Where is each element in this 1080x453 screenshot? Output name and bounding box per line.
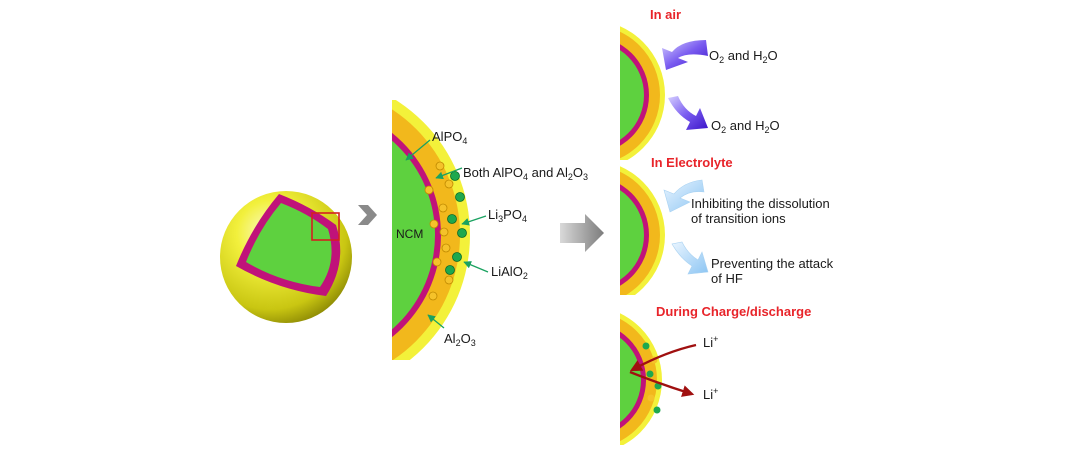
scenario-electrolyte-particle bbox=[620, 166, 665, 295]
scenario-charge-particle bbox=[620, 313, 662, 445]
al2o3-label: Al2O3 bbox=[444, 331, 476, 348]
electrolyte-header: In Electrolyte bbox=[651, 155, 733, 170]
li-label-top: Li+ bbox=[703, 334, 719, 351]
zoom-selection-box bbox=[311, 212, 340, 241]
particle-dots bbox=[424, 161, 467, 301]
air-label-bottom: O2 and H2O bbox=[711, 118, 780, 135]
air-header: In air bbox=[650, 7, 682, 22]
process-arrow-2 bbox=[560, 214, 604, 252]
scenario-air-particle bbox=[620, 26, 665, 160]
electrolyte-arrow-top bbox=[663, 179, 705, 213]
process-arrow-1 bbox=[358, 205, 377, 225]
li-label-bottom: Li+ bbox=[703, 386, 719, 403]
air-label-top: O2 and H2O bbox=[709, 48, 778, 65]
alpo4-label: AlPO4 bbox=[432, 129, 468, 146]
air-arrow-top bbox=[662, 40, 708, 70]
coated-particle-sphere bbox=[220, 191, 352, 323]
ncm-core-label: NCM bbox=[396, 227, 424, 241]
li-arrow-out bbox=[629, 370, 695, 397]
electrolyte-label-top: Inhibiting the dissolution of transition… bbox=[691, 196, 830, 226]
charge-header: During Charge/discharge bbox=[656, 304, 812, 319]
li-arrow-in bbox=[629, 343, 697, 372]
air-arrow-bottom bbox=[668, 96, 708, 130]
lialo2-label: LiAlO2 bbox=[491, 264, 528, 281]
electrolyte-label-bottom: Preventing the attack of HF bbox=[711, 256, 834, 286]
electrolyte-arrow-bottom bbox=[671, 241, 709, 275]
sphere-cutaway-core bbox=[246, 203, 332, 287]
both-coating-label: Both AlPO4 and Al2O3 bbox=[463, 165, 588, 182]
li3po4-label: Li3PO4 bbox=[488, 207, 527, 224]
label-pointer-lines bbox=[405, 139, 489, 329]
